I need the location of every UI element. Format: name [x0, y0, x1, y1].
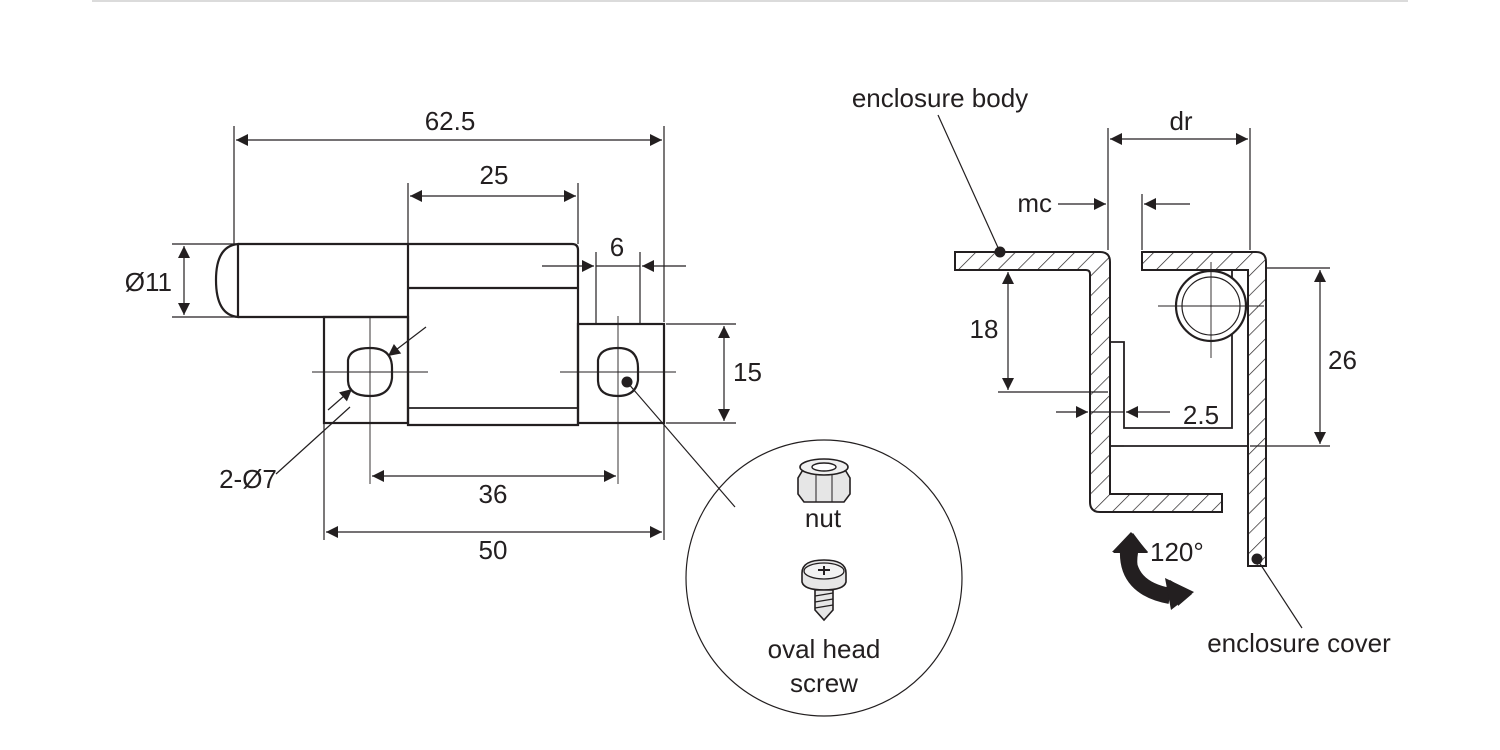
- dim-overall-length: 62.5: [425, 106, 476, 136]
- dim-mc: mc: [1017, 188, 1052, 218]
- enclosure-cover-profile: [1141, 251, 1267, 567]
- dim-dr: dr: [1169, 106, 1192, 136]
- nut-icon: [797, 458, 851, 503]
- dim-edge-offset: 6: [610, 232, 624, 262]
- dim-leaf-height: 15: [733, 357, 762, 387]
- nut-label: nut: [805, 503, 842, 533]
- right-leaf: [576, 322, 666, 425]
- enclosure-body-profile: [954, 251, 1223, 513]
- dim-height-26: 26: [1328, 345, 1357, 375]
- front-view: 62.5 25 6 Ø11 15 36 50 2-: [125, 106, 762, 565]
- enclosure-cover-label: enclosure cover: [1207, 628, 1391, 658]
- dim-opening-angle: 120°: [1150, 537, 1204, 567]
- dim-leaf-width: 25: [480, 160, 509, 190]
- dim-hole-spec: 2-Ø7: [219, 464, 277, 494]
- dim-height-18: 18: [970, 314, 999, 344]
- screw-icon: [801, 559, 847, 622]
- hinge-barrel: [214, 242, 408, 319]
- dim-barrel-diameter: Ø11: [125, 267, 172, 297]
- side-view: enclosure body enclosure cover dr mc 18 …: [852, 83, 1391, 658]
- hinge-inner-leaf: [1110, 270, 1248, 447]
- screw-label-line1: oval head: [768, 634, 881, 664]
- right-mounting-hole: [596, 346, 640, 398]
- accessory-circle: [685, 439, 963, 717]
- center-leaf: [406, 288, 580, 427]
- enclosure-body-label: enclosure body: [852, 83, 1028, 113]
- dim-thickness: 2.5: [1183, 400, 1219, 430]
- dim-leaf-length: 50: [479, 535, 508, 565]
- accessories-callout: nut oval head screw: [685, 439, 963, 717]
- screw-label-line2: screw: [790, 668, 858, 698]
- left-leaf: [322, 315, 410, 425]
- center-knuckle: [406, 242, 580, 290]
- dim-hole-spacing: 36: [479, 479, 508, 509]
- left-mounting-hole: [346, 346, 394, 398]
- rotation-arrow-icon: [1112, 532, 1194, 610]
